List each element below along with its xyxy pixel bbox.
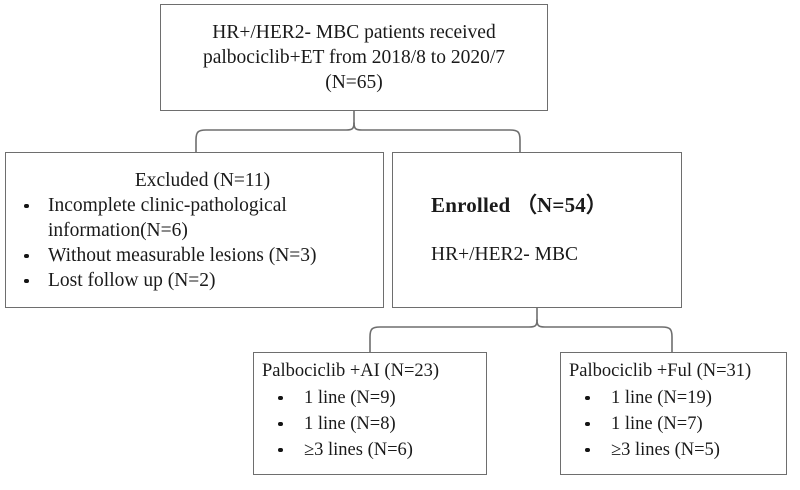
node-enrolled: Enrolled （N=54） HR+/HER2- MBC: [392, 152, 682, 308]
list-item: 1 line (N=19): [569, 385, 782, 411]
bullet-dot-icon: [585, 447, 590, 453]
bullet-dot-icon: [585, 421, 590, 427]
connector-enrolled-branch-right: [536, 319, 673, 353]
connector-source-branch-right: [353, 122, 521, 153]
list-item: Lost follow up (N=2): [12, 268, 375, 293]
connector-source-branch: [195, 122, 355, 153]
node-source-cohort: HR+/HER2- MBC patients received palbocic…: [160, 4, 548, 111]
list-item: Incomplete clinic-pathological informati…: [12, 193, 375, 243]
bullet-dot-icon: [278, 395, 283, 401]
excluded-reason-text: Incomplete clinic-pathological informati…: [48, 194, 287, 241]
node-excluded: Excluded (N=11) Incomplete clinic-pathol…: [5, 152, 384, 308]
node-arm-palbociclib-ai: Palbociclib +AI (N=23) 1 line (N=9) 1 li…: [253, 352, 487, 475]
list-item: ≥3 lines (N=6): [262, 437, 482, 463]
arm-ful-line-list: 1 line (N=19) 1 line (N=7) ≥3 lines (N=5…: [569, 385, 782, 463]
bullet-dot-icon: [278, 447, 283, 453]
enrolled-title: Enrolled （N=54）: [431, 193, 608, 217]
list-item: 1 line (N=8): [262, 411, 482, 437]
excluded-heading: Excluded (N=11): [134, 169, 271, 191]
arm-ai-heading: Palbociclib +AI (N=23): [262, 361, 440, 381]
list-item: ≥3 lines (N=5): [569, 437, 782, 463]
connector-enrolled-branch-left: [369, 319, 538, 353]
bullet-dot-icon: [585, 395, 590, 401]
arm-ai-line-text: ≥3 lines (N=6): [304, 440, 413, 460]
source-line-3: (N=65): [325, 72, 383, 93]
enrolled-subtitle: HR+/HER2- MBC: [431, 244, 578, 265]
bullet-dot-icon: [278, 421, 283, 427]
bullet-dot-icon: [24, 253, 29, 259]
excluded-reason-list: Incomplete clinic-pathological informati…: [12, 193, 375, 293]
node-arm-palbociclib-ful: Palbociclib +Ful (N=31) 1 line (N=19) 1 …: [560, 352, 787, 475]
list-item: 1 line (N=9): [262, 385, 482, 411]
arm-ful-line-text: 1 line (N=19): [611, 388, 712, 408]
arm-ful-line-text: ≥3 lines (N=5): [611, 440, 720, 460]
source-line-2: palbociclib+ET from 2018/8 to 2020/7: [202, 47, 505, 68]
list-item: Without measurable lesions (N=3): [12, 243, 375, 268]
arm-ful-line-text: 1 line (N=7): [611, 414, 703, 434]
arm-ai-line-text: 1 line (N=9): [304, 388, 396, 408]
source-line-1: HR+/HER2- MBC patients received: [212, 22, 496, 43]
excluded-reason-text: Lost follow up (N=2): [48, 269, 216, 291]
excluded-reason-text: Without measurable lesions (N=3): [48, 244, 317, 266]
bullet-dot-icon: [24, 203, 29, 209]
arm-ful-heading: Palbociclib +Ful (N=31): [569, 361, 752, 381]
list-item: 1 line (N=7): [569, 411, 782, 437]
arm-ai-line-text: 1 line (N=8): [304, 414, 396, 434]
bullet-dot-icon: [24, 278, 29, 284]
arm-ai-line-list: 1 line (N=9) 1 line (N=8) ≥3 lines (N=6): [262, 385, 482, 463]
